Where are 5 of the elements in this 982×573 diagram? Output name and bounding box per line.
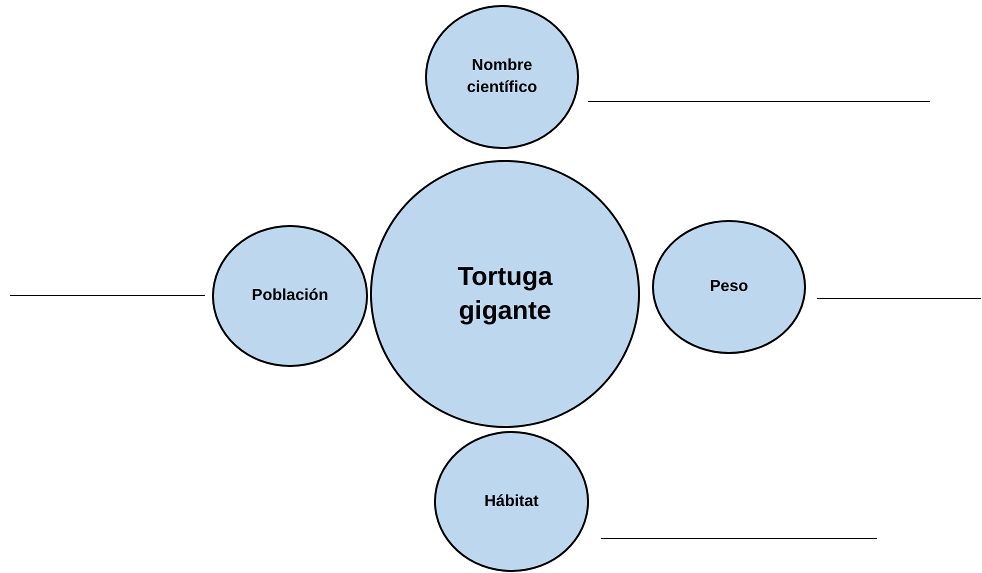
circle-label: Tortuga gigante (456, 260, 554, 327)
circle-label: Población (252, 286, 328, 306)
circle-label: Nombre científico (466, 56, 538, 98)
circle-label: Peso (710, 277, 748, 298)
circle-label: Hábitat (484, 492, 539, 512)
